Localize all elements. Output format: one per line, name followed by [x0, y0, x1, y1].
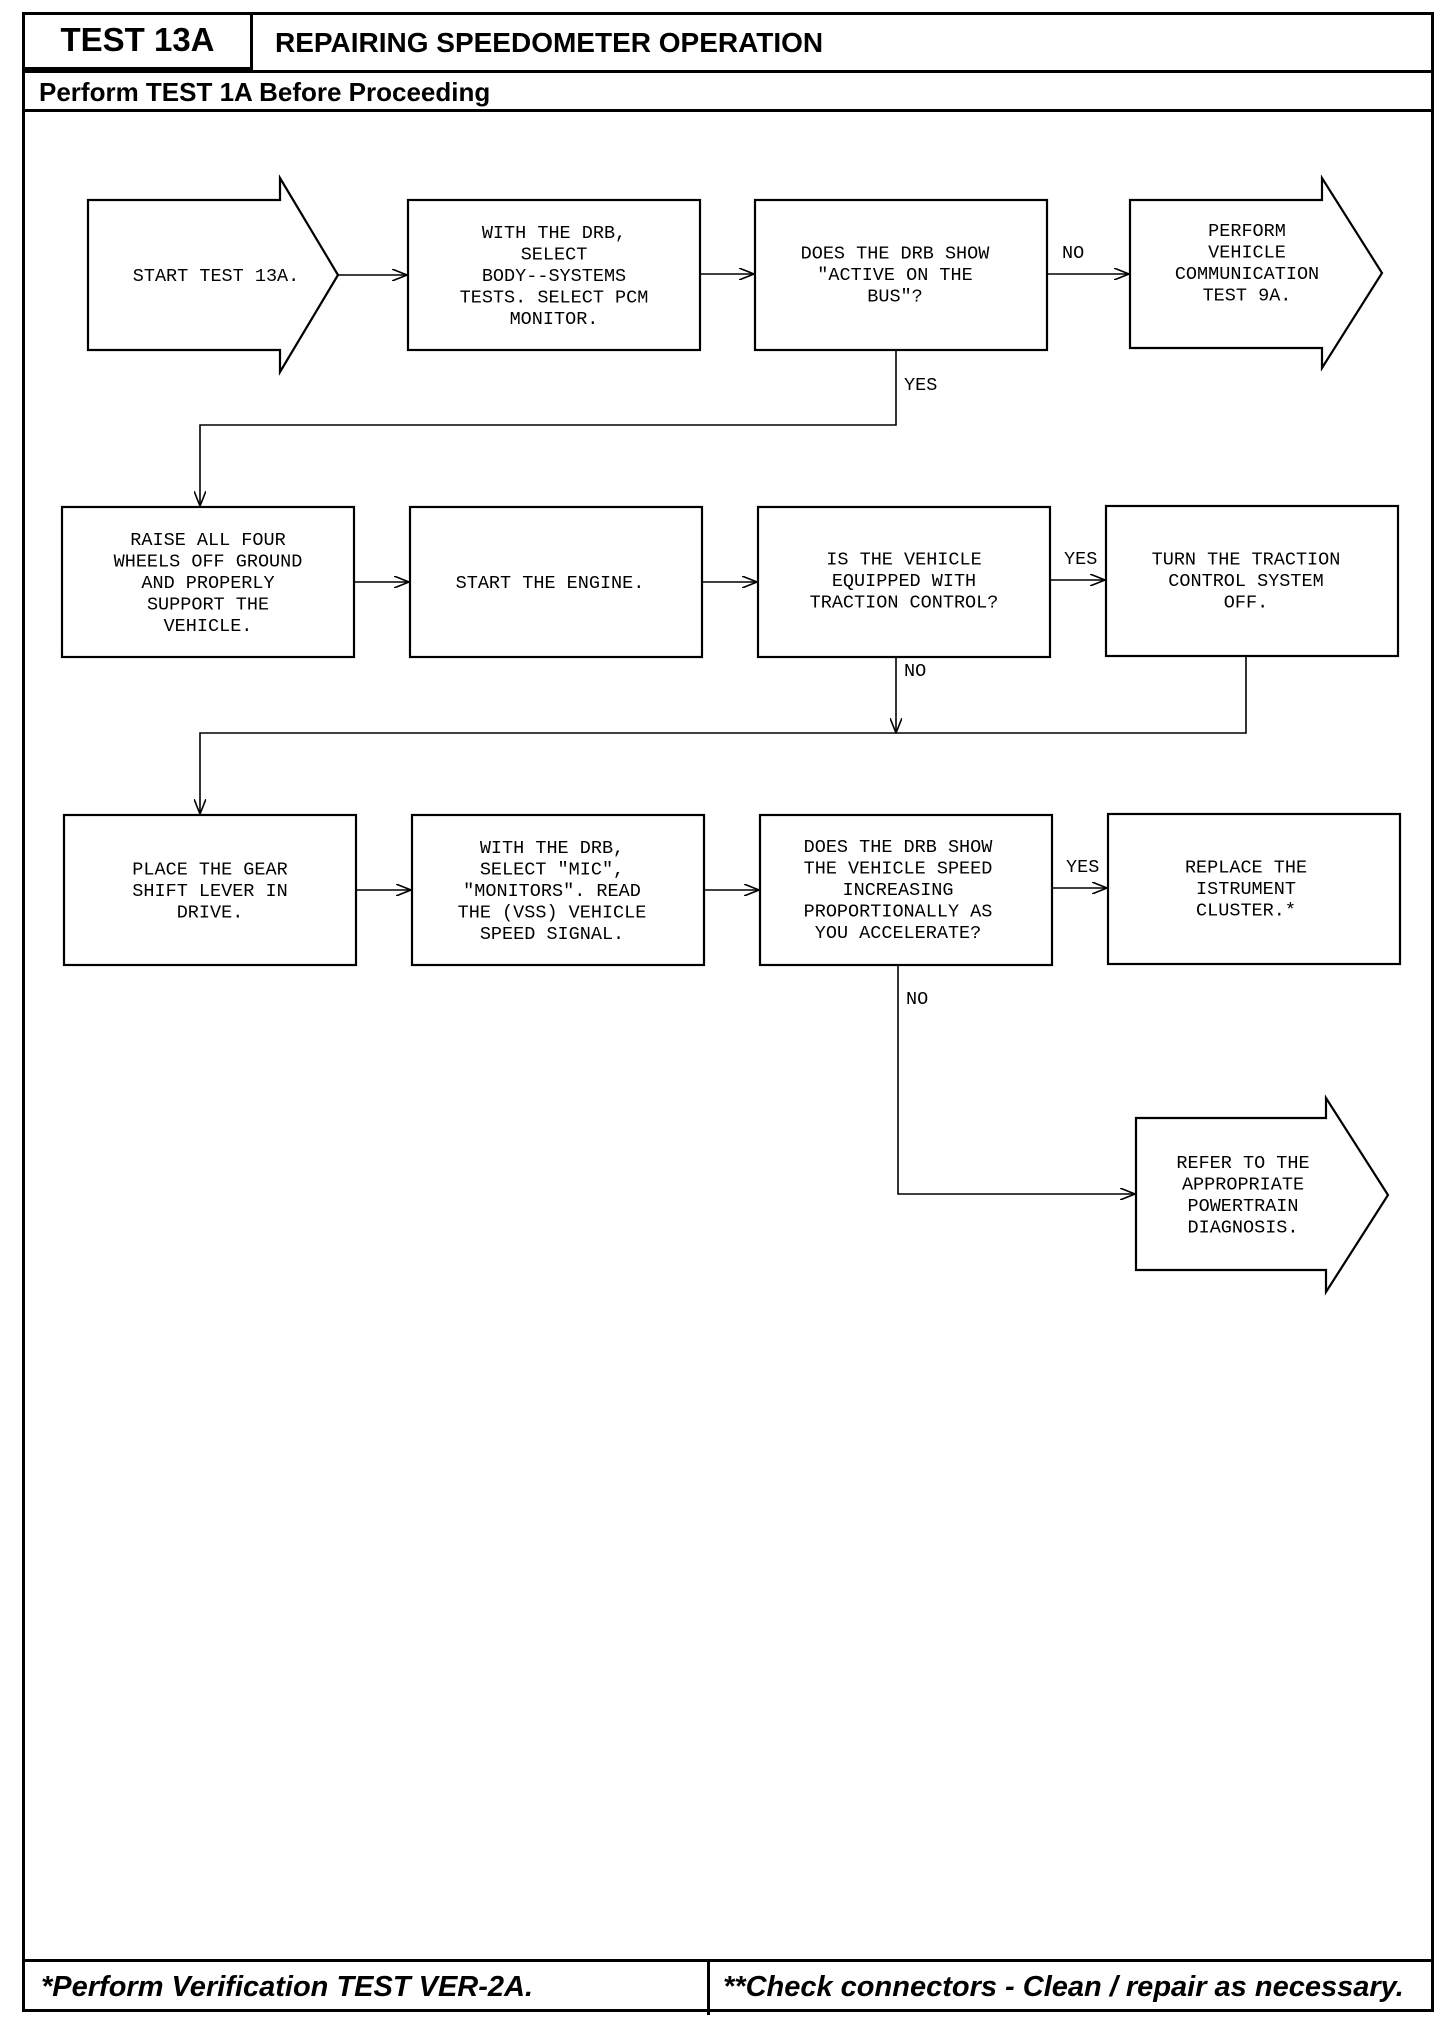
- page-frame: TEST 13A REPAIRING SPEEDOMETER OPERATION…: [22, 12, 1434, 2015]
- node-text-line: CLUSTER.*: [1196, 901, 1296, 922]
- node-text-line: DOES THE DRB SHOW: [801, 244, 991, 265]
- node-text-line: TEST 9A.: [1203, 285, 1292, 306]
- node-text-line: OFF.: [1224, 593, 1268, 614]
- label-yes-speed: YES: [1066, 857, 1099, 878]
- node-text-line: SPEED SIGNAL.: [480, 924, 624, 945]
- node-text: START THE ENGINE.: [456, 573, 645, 594]
- label-no-bus: NO: [1062, 243, 1084, 264]
- edge-merge-to-gear: [200, 656, 1247, 814]
- node-text-line: START TEST 13A.: [133, 266, 300, 287]
- node-text-line: SELECT "MIC",: [480, 860, 624, 881]
- node-text-line: MONITOR.: [510, 309, 599, 330]
- label-no-speed: NO: [906, 989, 928, 1010]
- node-text-line: DIAGNOSIS.: [1187, 1217, 1298, 1238]
- node-text-line: DOES THE DRB SHOW: [804, 837, 994, 858]
- footnote-verification: *Perform Verification TEST VER-2A.: [41, 1971, 534, 2003]
- node-text-line: WITH THE DRB,: [480, 838, 624, 859]
- footer-divider: [25, 1959, 1431, 1962]
- node-text-line: WHEELS OFF GROUND: [114, 552, 303, 573]
- node-text-line: PLACE THE GEAR: [132, 860, 287, 881]
- node-text-line: SELECT: [521, 245, 588, 266]
- node-text: WITH THE DRB,SELECT "MIC","MONITORS". RE…: [458, 838, 647, 945]
- node-text-line: SHIFT LEVER IN: [132, 881, 287, 902]
- node-text-line: APPROPRIATE: [1182, 1174, 1304, 1195]
- node-text-line: YOU ACCELERATE?: [815, 923, 982, 944]
- node-text-line: TRACTION CONTROL?: [810, 593, 999, 614]
- node-text-line: PROPORTIONALLY AS: [804, 902, 993, 923]
- label-yes-traction: YES: [1064, 549, 1097, 570]
- node-text-line: PERFORM: [1208, 221, 1286, 242]
- node-text-line: TESTS. SELECT PCM: [460, 288, 649, 309]
- page-title: REPAIRING SPEEDOMETER OPERATION: [275, 27, 824, 58]
- node-text-line: THE (VSS) VEHICLE: [458, 903, 647, 924]
- node-text-line: BUS"?: [867, 287, 923, 308]
- node-text: START TEST 13A.: [133, 266, 300, 287]
- node-text-line: START THE ENGINE.: [456, 573, 645, 594]
- node-text-line: AND PROPERLY: [141, 573, 274, 594]
- node-text-line: SUPPORT THE: [147, 595, 269, 616]
- node-text-line: IS THE VEHICLE: [826, 550, 981, 571]
- node-text-line: REPLACE THE: [1185, 858, 1307, 879]
- node-text-line: VEHICLE.: [164, 616, 253, 637]
- edge-bus-yes: [200, 350, 897, 506]
- label-yes-bus: YES: [904, 375, 937, 396]
- node-text-line: ISTRUMENT: [1196, 879, 1296, 900]
- node-text-line: THE VEHICLE SPEED: [804, 859, 993, 880]
- test-id: TEST 13A: [25, 15, 253, 70]
- node-text-line: BODY--SYSTEMS: [482, 266, 626, 287]
- node-text-line: COMMUNICATION: [1175, 264, 1319, 285]
- label-no-traction: NO: [904, 661, 926, 682]
- node-text-line: INCREASING: [842, 880, 953, 901]
- footer-column-divider: [707, 1959, 710, 2015]
- node-read-vss: WITH THE DRB,SELECT "MIC","MONITORS". RE…: [410, 813, 706, 967]
- footnote-connectors: **Check connectors - Clean / repair as n…: [723, 1971, 1404, 2003]
- node-text-line: CONTROL SYSTEM: [1168, 571, 1323, 592]
- node-text-line: POWERTRAIN: [1187, 1196, 1298, 1217]
- page-subtitle: Perform TEST 1A Before Proceeding: [39, 77, 491, 107]
- node-text-line: REFER TO THE: [1176, 1153, 1309, 1174]
- node-text-line: VEHICLE: [1208, 242, 1286, 263]
- node-text-line: RAISE ALL FOUR: [130, 530, 285, 551]
- edge-speed-no: [897, 965, 1135, 1194]
- node-text-line: TURN THE TRACTION: [1152, 550, 1341, 571]
- header-divider: [25, 70, 1431, 73]
- subtitle-divider: [25, 109, 1431, 112]
- node-text-line: "MONITORS". READ: [463, 881, 641, 902]
- node-text-line: WITH THE DRB,: [482, 223, 626, 244]
- node-text-line: EQUIPPED WITH: [832, 571, 976, 592]
- node-text-line: DRIVE.: [177, 903, 244, 924]
- node-start-engine: START THE ENGINE.: [408, 505, 704, 659]
- node-text-line: "ACTIVE ON THE: [817, 265, 972, 286]
- node-start: START TEST 13A.: [86, 174, 340, 376]
